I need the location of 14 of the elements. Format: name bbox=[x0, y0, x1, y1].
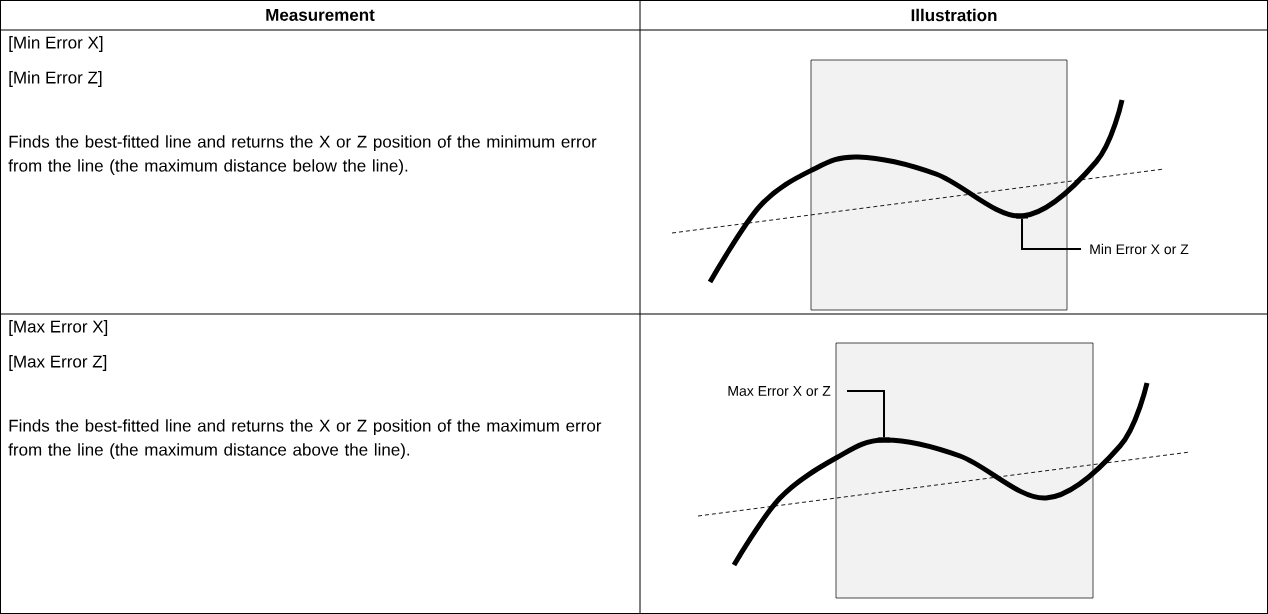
column-header: Measurement bbox=[266, 9, 375, 21]
leader-line bbox=[1021, 217, 1082, 250]
measurement-name: [Min Error Z] bbox=[9, 71, 102, 87]
point-marker bbox=[1016, 213, 1028, 219]
column-header: Illustration bbox=[911, 8, 997, 22]
point-marker bbox=[878, 437, 890, 443]
callout-label: Max Error X or Z bbox=[728, 386, 831, 396]
callout-label: Min Error X or Z bbox=[1090, 243, 1189, 255]
description-text: Finds the best-fitted line and returns the X or Z position of the maximum error from the line (the maximum distance above the line). bbox=[8, 419, 602, 460]
measurement-name: [Max Error Z] bbox=[9, 355, 107, 371]
measurement-name: [Max Error X] bbox=[9, 320, 108, 336]
description-text: Finds the best-fitted line and returns the X or Z position of the minimum error from the line (the maximum distance below the line). bbox=[8, 135, 597, 176]
measurement-name: [Min Error X] bbox=[9, 36, 103, 52]
leader-line bbox=[846, 390, 885, 439]
